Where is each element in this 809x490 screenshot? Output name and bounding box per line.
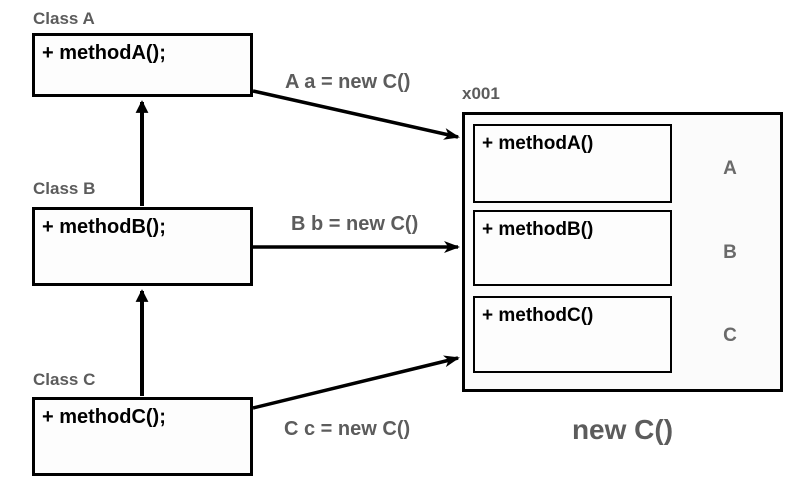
class-b-title: Class B [33, 179, 96, 198]
assignment-label-c: C c = new C() [284, 418, 411, 440]
instance-slot-c-letter: C [723, 325, 737, 346]
assignment-label-b: B b = new C() [291, 213, 419, 235]
instance-slot-c: + methodC() [473, 296, 672, 373]
instance-slot-a-letter: A [723, 158, 737, 179]
instance-slot-a-method: + methodA() [482, 133, 594, 154]
class-b-box: + methodB(); [32, 207, 253, 286]
instance-slot-a: + methodA() [473, 124, 672, 203]
class-b-method: + methodB(); [42, 216, 166, 238]
class-a-title: Class A [33, 9, 95, 28]
instance-slot-b-method: + methodB() [482, 219, 594, 240]
instance-caption: new C() [571, 414, 674, 445]
class-c-title: Class C [33, 370, 96, 389]
instance-slot-b: + methodB() [473, 210, 672, 286]
instance-box: + methodA() A + methodB() B + methodC() … [462, 112, 783, 392]
assignment-arrow-a [252, 89, 460, 140]
instance-id-label: x001 [462, 84, 500, 103]
instance-slot-c-method: + methodC() [482, 305, 594, 326]
class-a-box: + methodA(); [32, 33, 253, 97]
class-a-method: + methodA(); [42, 42, 166, 64]
assignment-label-a: A a = new C() [285, 71, 411, 93]
class-c-box: + methodC(); [32, 397, 253, 476]
assignment-arrow-c [252, 355, 460, 410]
instance-slot-b-letter: B [723, 242, 737, 263]
class-c-method: + methodC(); [42, 406, 166, 428]
